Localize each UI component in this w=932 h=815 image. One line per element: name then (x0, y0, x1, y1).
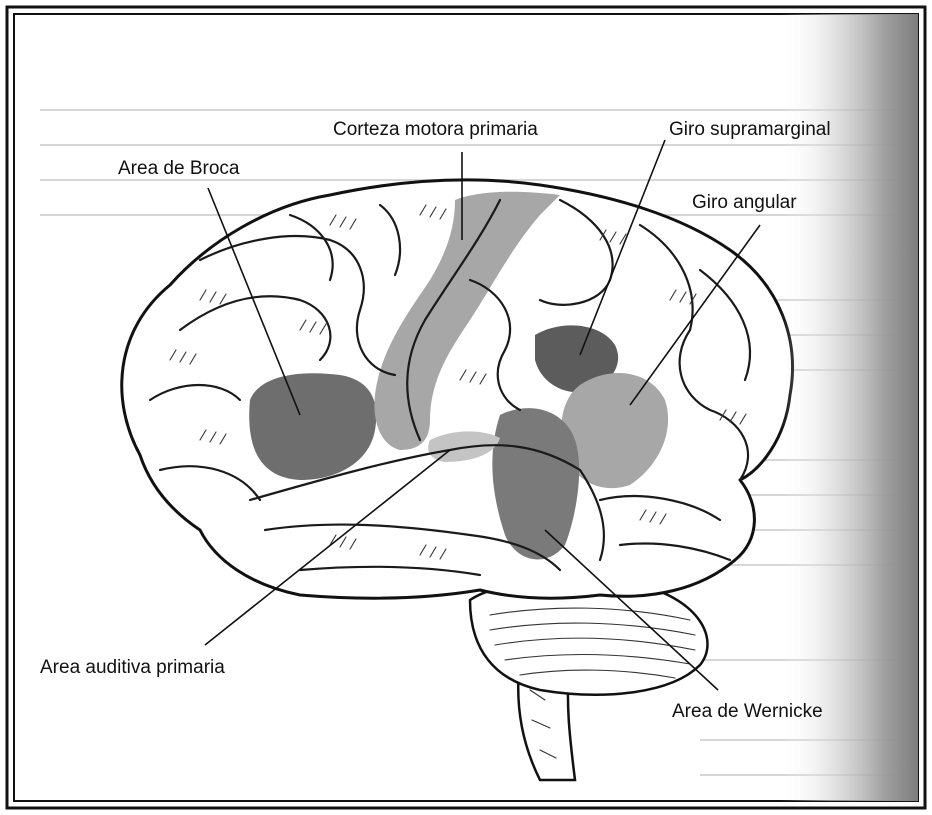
label-angular: Giro angular (692, 192, 797, 213)
label-supramarginal: Giro supramarginal (669, 119, 831, 140)
label-broca: Area de Broca (118, 158, 240, 179)
label-wernicke: Area de Wernicke (672, 701, 823, 722)
label-auditory: Area auditiva primaria (40, 657, 225, 678)
label-motor-cortex: Corteza motora primaria (333, 119, 538, 140)
